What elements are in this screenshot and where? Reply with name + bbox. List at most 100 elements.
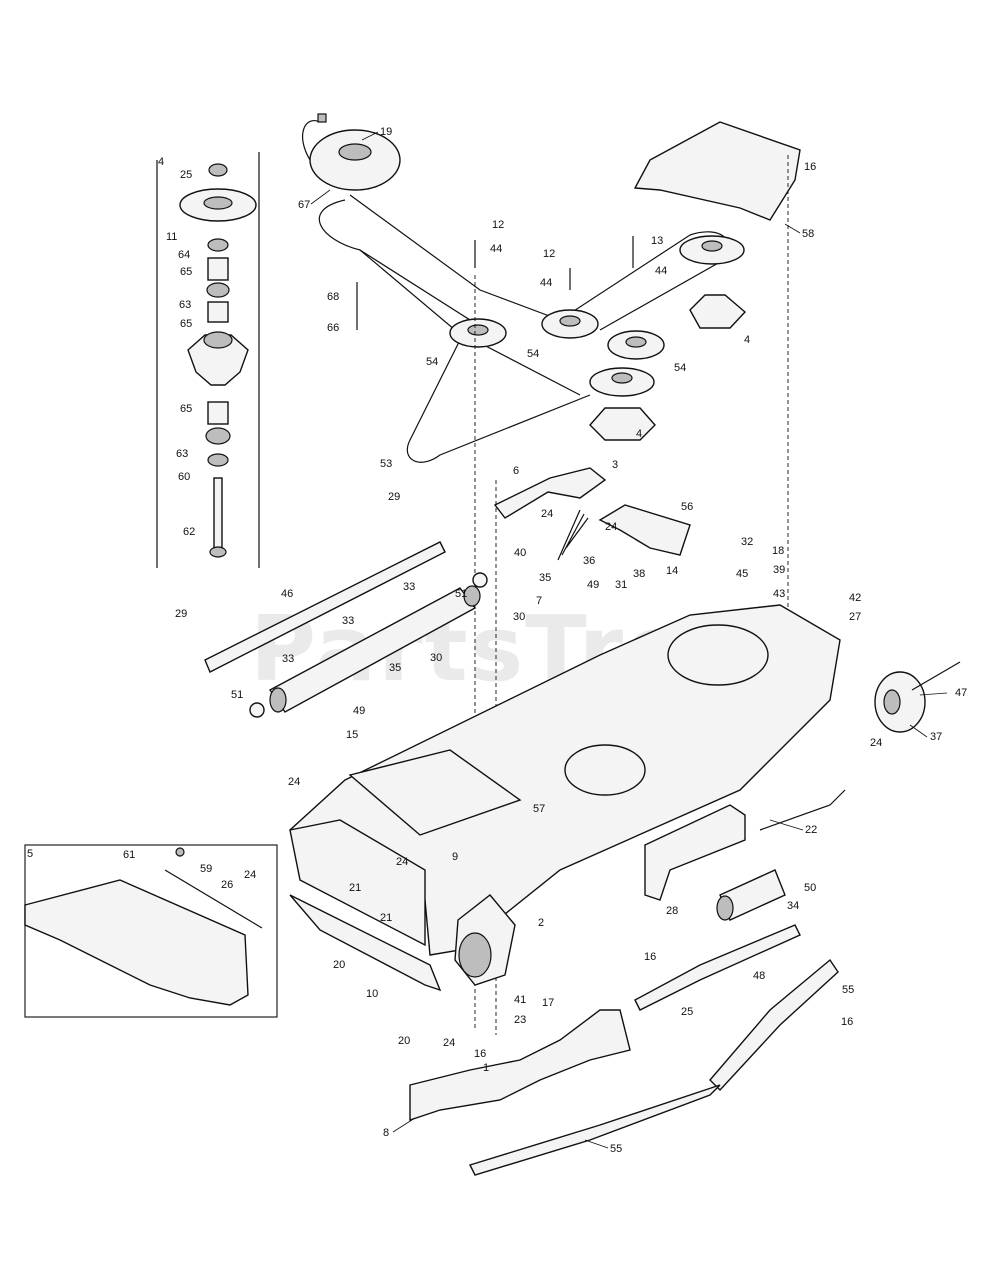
callout: 4 (744, 334, 750, 346)
callout: 16 (474, 1048, 486, 1060)
callout: 31 (615, 579, 627, 591)
callout: 21 (349, 882, 361, 894)
blade-10 (289, 894, 442, 992)
bracket-56 (598, 504, 691, 556)
callout: 13 (651, 235, 663, 247)
spindle-inset: 4 (156, 152, 260, 568)
callout: 19 (380, 126, 392, 138)
callout: 3 (612, 459, 618, 471)
callout: 65 (180, 318, 192, 330)
bearing-low (205, 427, 231, 445)
callout: 22 (805, 824, 817, 836)
callout: 51 (455, 588, 467, 600)
deflector-inset-tag: 5 (27, 848, 33, 860)
callout: 4 (636, 428, 642, 440)
callout: 16 (841, 1016, 853, 1028)
callout: 36 (583, 555, 595, 567)
deck-wheel-front (454, 894, 516, 986)
spindle-shaft (213, 477, 223, 549)
callout: 24 (244, 869, 256, 881)
callout: 11 (166, 231, 177, 243)
callout: 18 (772, 545, 784, 557)
spring-36 (557, 509, 589, 561)
callout: 30 (513, 611, 525, 623)
idler-pulleys (449, 309, 665, 360)
callout: 1 (483, 1062, 489, 1074)
callout: 10 (366, 988, 378, 1000)
callout: 59 (200, 863, 212, 875)
callout: 34 (787, 900, 799, 912)
callout: 53 (380, 458, 392, 470)
callout: 50 (804, 882, 816, 894)
callout: 33 (403, 581, 415, 593)
callout: 55 (842, 984, 854, 996)
callout: 30 (430, 652, 442, 664)
callout: 40 (514, 547, 526, 559)
callout: 65 (180, 403, 192, 415)
callout: 37 (930, 731, 942, 743)
callout: 23 (514, 1014, 526, 1026)
callout: 61 (123, 849, 135, 861)
callout: 42 (849, 592, 861, 604)
callout: 24 (443, 1037, 455, 1049)
idler-arm (493, 467, 607, 519)
belt-cover (633, 121, 801, 221)
callout: 67 (298, 199, 310, 211)
callout: 58 (802, 228, 814, 240)
callout: 35 (539, 572, 551, 584)
callout: 24 (605, 521, 617, 533)
callout: 25 (681, 1006, 693, 1018)
callout: 29 (388, 491, 400, 503)
callout: 16 (804, 161, 816, 173)
callout-labels: 19 67 25 11 64 65 63 65 65 63 60 62 16 5… (123, 126, 967, 1155)
callout: 41 (514, 994, 526, 1006)
callout: 49 (587, 579, 599, 591)
callout: 55 (610, 1143, 622, 1155)
baffle-55-lower (469, 1084, 721, 1176)
spacer-top (207, 257, 229, 281)
callout: 62 (183, 526, 195, 538)
callout: 48 (753, 970, 765, 982)
deck-opening-center (564, 744, 646, 796)
callout: 16 (644, 951, 656, 963)
deck-spindles (589, 235, 747, 441)
callout: 6 (513, 465, 519, 477)
deck-opening-right (667, 624, 769, 686)
callout: 49 (353, 705, 365, 717)
callout: 60 (178, 471, 190, 483)
callout: 33 (282, 653, 294, 665)
callout: 14 (666, 565, 678, 577)
callout: 54 (674, 362, 686, 374)
callout: 51 (231, 689, 243, 701)
callout: 12 (492, 219, 504, 231)
callout: 7 (536, 595, 542, 607)
callout: 63 (179, 299, 191, 311)
electric-clutch (301, 113, 401, 191)
callout: 44 (490, 243, 502, 255)
callout: 45 (736, 568, 748, 580)
side-plate (289, 819, 426, 947)
callout: 9 (452, 851, 458, 863)
callout: 46 (281, 588, 293, 600)
anti-scalp-rollers (204, 541, 488, 718)
callout: 43 (773, 588, 785, 600)
bearing-mid (206, 282, 230, 298)
callout: 20 (398, 1035, 410, 1047)
callout: 17 (542, 997, 554, 1009)
rod-22 (759, 789, 846, 831)
spindle-nut (208, 163, 228, 177)
callout: 68 (327, 291, 339, 303)
callout: 26 (221, 879, 233, 891)
leader-lines (310, 131, 948, 1149)
callout: 56 (681, 501, 693, 513)
right-hanger (644, 804, 746, 901)
callout: 2 (538, 917, 544, 929)
callout: 57 (533, 803, 545, 815)
callout: 44 (655, 265, 667, 277)
callout: 8 (383, 1127, 389, 1139)
callout: 66 (327, 322, 339, 334)
deck-wheel-right (874, 661, 961, 733)
roller-34 (716, 869, 786, 921)
bearing-top (207, 238, 229, 252)
